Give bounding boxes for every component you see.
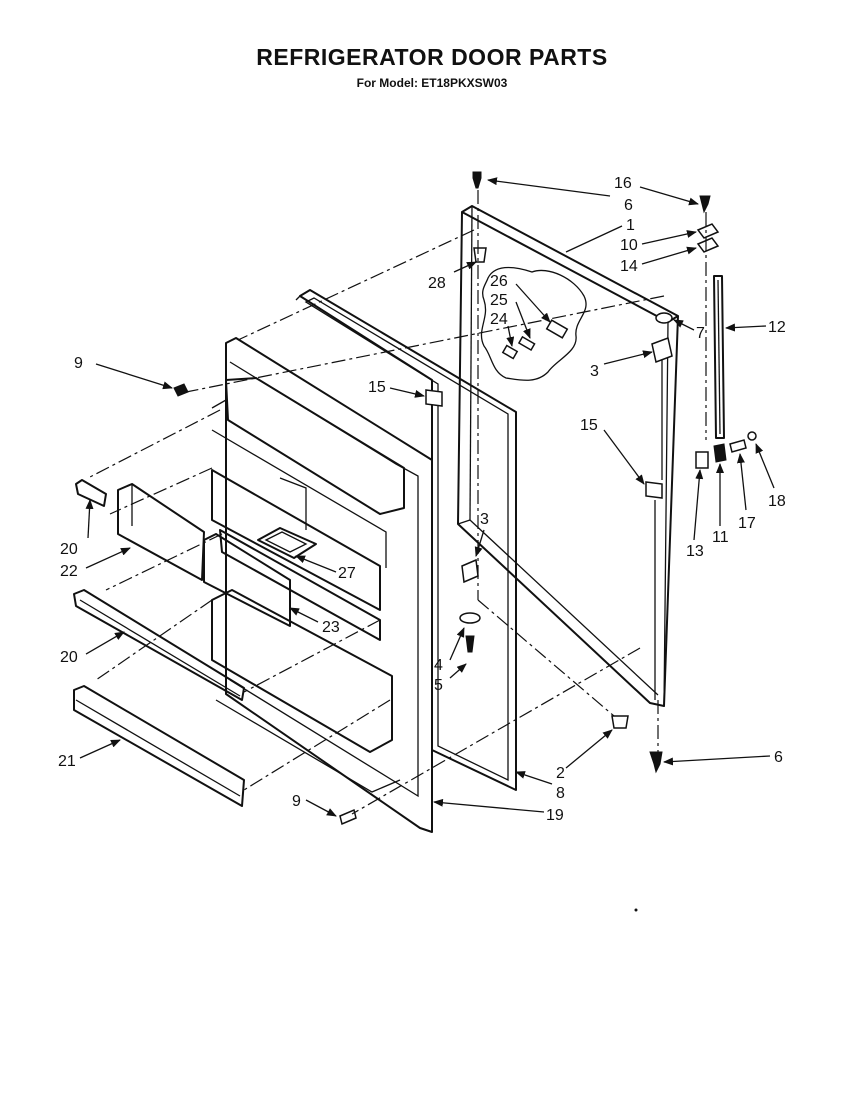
callout-19: 19	[546, 807, 564, 824]
callout-1: 1	[626, 217, 635, 234]
alignment-lines	[87, 190, 707, 815]
callout-labels: 16 6 1 10 14 28 26 25 24 7 12 9 15 3 15 …	[58, 175, 786, 824]
callout-13: 13	[686, 543, 704, 560]
shelf-bar-20-lower	[73, 589, 245, 701]
callout-25: 25	[490, 292, 508, 309]
callout-2: 2	[556, 765, 565, 782]
callout-9-top: 9	[74, 355, 83, 372]
leader-arrows	[79, 177, 775, 817]
callout-16: 16	[614, 175, 632, 192]
callout-20-lower: 20	[60, 649, 78, 666]
bin-23	[203, 533, 291, 627]
callout-14: 14	[620, 258, 638, 275]
callout-9-bottom: 9	[292, 793, 301, 810]
door-gasket	[295, 289, 517, 791]
callout-6-bottom: 6	[774, 749, 783, 766]
callout-20-upper: 20	[60, 541, 78, 558]
callout-27: 27	[338, 565, 356, 582]
model-subtitle: For Model: ET18PKXSW03	[356, 76, 508, 90]
callout-15-left: 15	[368, 379, 386, 396]
callout-5: 5	[434, 677, 443, 694]
bin-22	[117, 483, 205, 581]
outer-door-panel	[457, 205, 679, 707]
callout-21: 21	[58, 753, 76, 770]
inner-door-liner	[211, 337, 433, 833]
shelf-bar-20-upper	[75, 479, 107, 507]
callout-24: 24	[490, 311, 508, 328]
hinge-bar-12	[713, 275, 725, 439]
callout-10: 10	[620, 237, 638, 254]
callout-28: 28	[428, 275, 446, 292]
callout-7: 7	[696, 325, 705, 342]
callout-22: 22	[60, 563, 78, 580]
callout-11: 11	[712, 529, 729, 546]
cutaway-inset	[480, 266, 587, 381]
shelf-bar-21	[73, 685, 245, 807]
callout-4: 4	[434, 657, 443, 674]
callout-15-right: 15	[580, 417, 598, 434]
callout-23: 23	[322, 619, 340, 636]
callout-12: 12	[768, 319, 786, 336]
callout-6-top: 6	[624, 197, 633, 214]
callout-3-lower: 3	[480, 511, 489, 528]
callout-26: 26	[490, 273, 508, 290]
callout-8: 8	[556, 785, 565, 802]
callout-17: 17	[738, 515, 756, 532]
callout-18: 18	[768, 493, 786, 510]
hardware	[173, 171, 757, 912]
callout-3-upper: 3	[590, 363, 599, 380]
page-title: REFRIGERATOR DOOR PARTS	[256, 44, 608, 70]
